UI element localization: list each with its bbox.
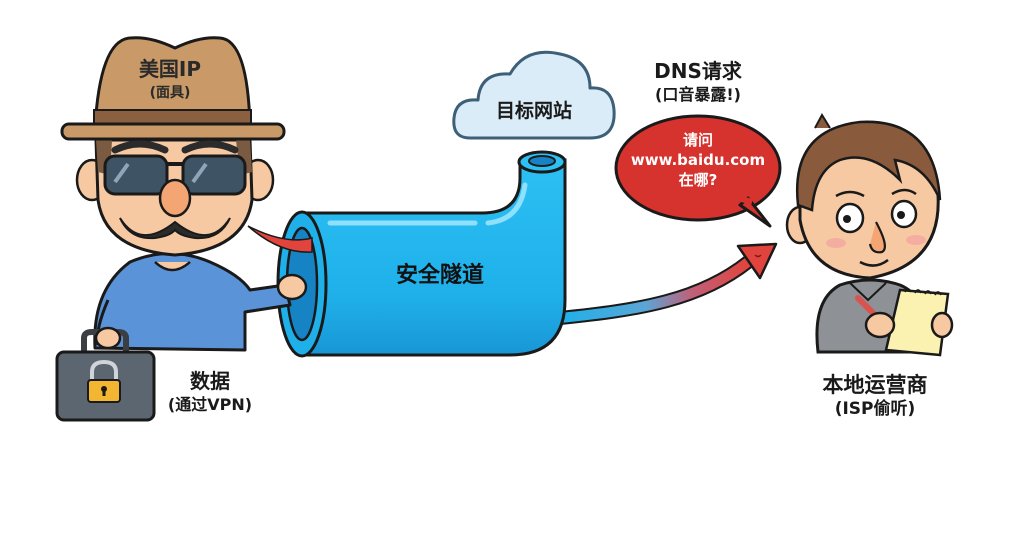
locked-briefcase-icon xyxy=(55,326,156,422)
dns-bubble-text: 请问 www.baidu.com 在哪? xyxy=(620,130,776,190)
data-subtitle: (通过VPN) xyxy=(167,395,253,414)
bubble-line-1: 请问 xyxy=(682,131,713,149)
data-label: 数据 (通过VPN) xyxy=(150,368,270,416)
target-site-label: 目标网站 xyxy=(495,100,572,122)
leak-arrow xyxy=(553,242,778,325)
isp-subtitle: (ISP偷听) xyxy=(834,399,916,419)
hat-subtitle: (面具) xyxy=(149,85,191,101)
bubble-line-2: www.baidu.com xyxy=(630,151,766,169)
hat-label: 美国IP (面具) xyxy=(110,56,230,104)
disguised-user xyxy=(60,36,308,352)
dns-title: DNS请求 xyxy=(654,59,742,83)
isp-title: 本地运营商 xyxy=(822,373,928,397)
data-title: 数据 xyxy=(190,369,230,393)
target-site-cloud xyxy=(452,50,616,140)
hat-title: 美国IP xyxy=(138,57,202,81)
bubble-line-3: 在哪? xyxy=(678,171,718,189)
secure-tunnel-pipe xyxy=(247,150,567,358)
dns-subtitle: (口音暴露!) xyxy=(655,85,741,104)
dns-request-label: DNS请求 (口音暴露!) xyxy=(618,58,778,106)
isp-label: 本地运营商 (ISP偷听) xyxy=(790,372,960,420)
isp-eavesdropper xyxy=(785,112,954,357)
tunnel-label: 安全隧道 xyxy=(395,263,484,288)
dns-speech-bubble xyxy=(614,114,782,228)
